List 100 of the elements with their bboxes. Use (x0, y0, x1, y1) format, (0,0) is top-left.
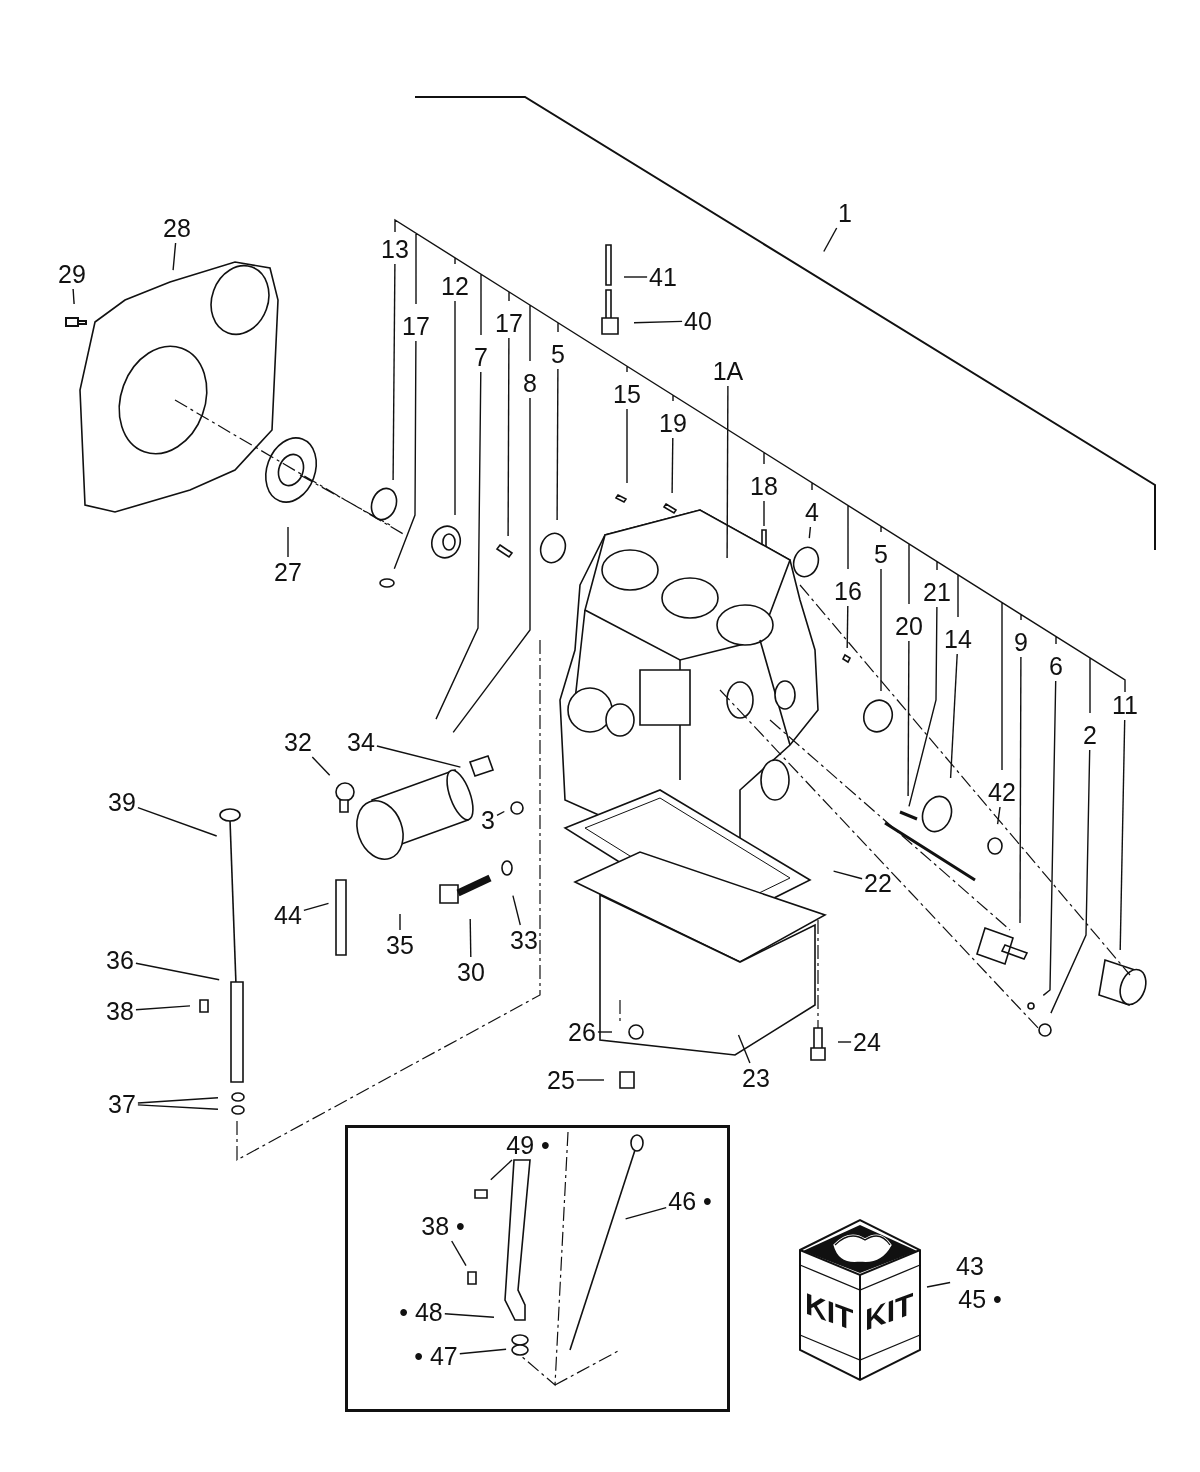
callout-number: 26 (568, 1019, 596, 1045)
callout-number: 21 (923, 579, 951, 605)
leader-line (459, 1348, 507, 1355)
callout-number: 25 (547, 1067, 575, 1093)
leader-line (1019, 656, 1022, 924)
callout-number: 39 (108, 789, 136, 815)
callout-number: 4 (805, 499, 819, 525)
leader-line (633, 320, 683, 324)
callout-number: 41 (649, 264, 677, 290)
callout-number: 19 (659, 410, 687, 436)
callout-number: 42 (988, 779, 1016, 805)
leader-line (1119, 719, 1126, 951)
leader-line (1042, 680, 1057, 997)
callout-number: 29 (58, 261, 86, 287)
callout-number: 37 (108, 1091, 136, 1117)
leader-line (393, 340, 417, 570)
callout-number: 28 (163, 215, 191, 241)
callout-number: 6 (1049, 653, 1063, 679)
leader-line (949, 653, 958, 779)
leader-line (454, 300, 456, 516)
leader-line (135, 1005, 191, 1011)
leader-line (556, 368, 559, 521)
leader-line (135, 962, 220, 981)
leader-line (626, 408, 628, 484)
callout-number: 13 (381, 236, 409, 262)
leader-line (444, 1313, 495, 1318)
callout-number: 46 • (668, 1188, 712, 1214)
leader-line (435, 371, 482, 720)
leader-line (671, 437, 674, 494)
leader-line (597, 1031, 613, 1033)
callout-number: 5 (551, 341, 565, 367)
callout-number: 2 (1083, 722, 1097, 748)
callout-number: 1 (838, 200, 852, 226)
leader-line (623, 276, 648, 278)
callout-number: 49 • (506, 1132, 550, 1158)
callout-number: 22 (864, 870, 892, 896)
callout-number: 7 (474, 344, 488, 370)
leader-line (846, 605, 849, 649)
callout-number: 11 (1112, 692, 1138, 718)
callout-number: 12 (441, 273, 469, 299)
leader-line (496, 810, 505, 817)
leader-line (823, 227, 838, 253)
callout-number: 35 (386, 932, 414, 958)
callout-number: • 48 (399, 1299, 443, 1325)
callout-number: 30 (457, 959, 485, 985)
leader-line (907, 640, 910, 797)
leader-line (311, 756, 331, 776)
leader-line (399, 913, 401, 931)
leader-line (624, 1206, 667, 1220)
leader-line (763, 500, 765, 527)
callout-number: 43 (956, 1253, 984, 1279)
leader-line (392, 263, 396, 481)
leader-line (808, 526, 812, 539)
leader-line (880, 568, 882, 692)
callout-number: 32 (284, 729, 312, 755)
callout-number: 5 (874, 541, 888, 567)
callout-number: 8 (523, 370, 537, 396)
callout-number: 44 (274, 902, 302, 928)
callout-number: 45 • (958, 1286, 1002, 1312)
leader-line (726, 385, 729, 559)
inset-frame (345, 1125, 730, 1412)
leader-line (512, 894, 521, 926)
leader-line (137, 1104, 219, 1110)
kit-label: KIT (865, 1288, 914, 1336)
callout-number: 18 (750, 473, 778, 499)
leader-line (172, 242, 177, 271)
leader-line (137, 1097, 219, 1104)
callout-number: 20 (895, 613, 923, 639)
leader-line (1050, 749, 1091, 1014)
kit-label: KIT (805, 1288, 854, 1336)
leader-line (303, 902, 330, 912)
callout-number: 34 (347, 729, 375, 755)
callout-number: • 47 (414, 1343, 458, 1369)
leader-line (576, 1079, 605, 1081)
leader-line (137, 807, 218, 837)
callout-number: 9 (1014, 629, 1028, 655)
leader-line (837, 1041, 852, 1043)
leader-line (452, 397, 531, 734)
callout-number: 16 (834, 578, 862, 604)
callout-number: 3 (481, 807, 495, 833)
callout-number: 36 (106, 947, 134, 973)
leader-line (490, 1159, 513, 1181)
leader-line (469, 918, 472, 958)
leader-line (926, 1281, 951, 1288)
callout-number: 17 (495, 310, 523, 336)
callout-number: 15 (613, 381, 641, 407)
callout-number: 17 (402, 313, 430, 339)
leader-line (908, 606, 938, 808)
leader-line (737, 1034, 751, 1064)
leader-line (287, 526, 289, 558)
leader-line (451, 1240, 467, 1267)
callout-number: 1A (712, 358, 744, 384)
callout-number: 38 • (421, 1213, 465, 1239)
callout-number: 23 (742, 1065, 770, 1091)
leader-line (72, 288, 75, 305)
leader-line (832, 870, 863, 880)
callout-number: 24 (853, 1029, 881, 1055)
callout-number: 14 (944, 626, 972, 652)
leader-line (996, 806, 1001, 825)
callout-number: 33 (510, 927, 538, 953)
